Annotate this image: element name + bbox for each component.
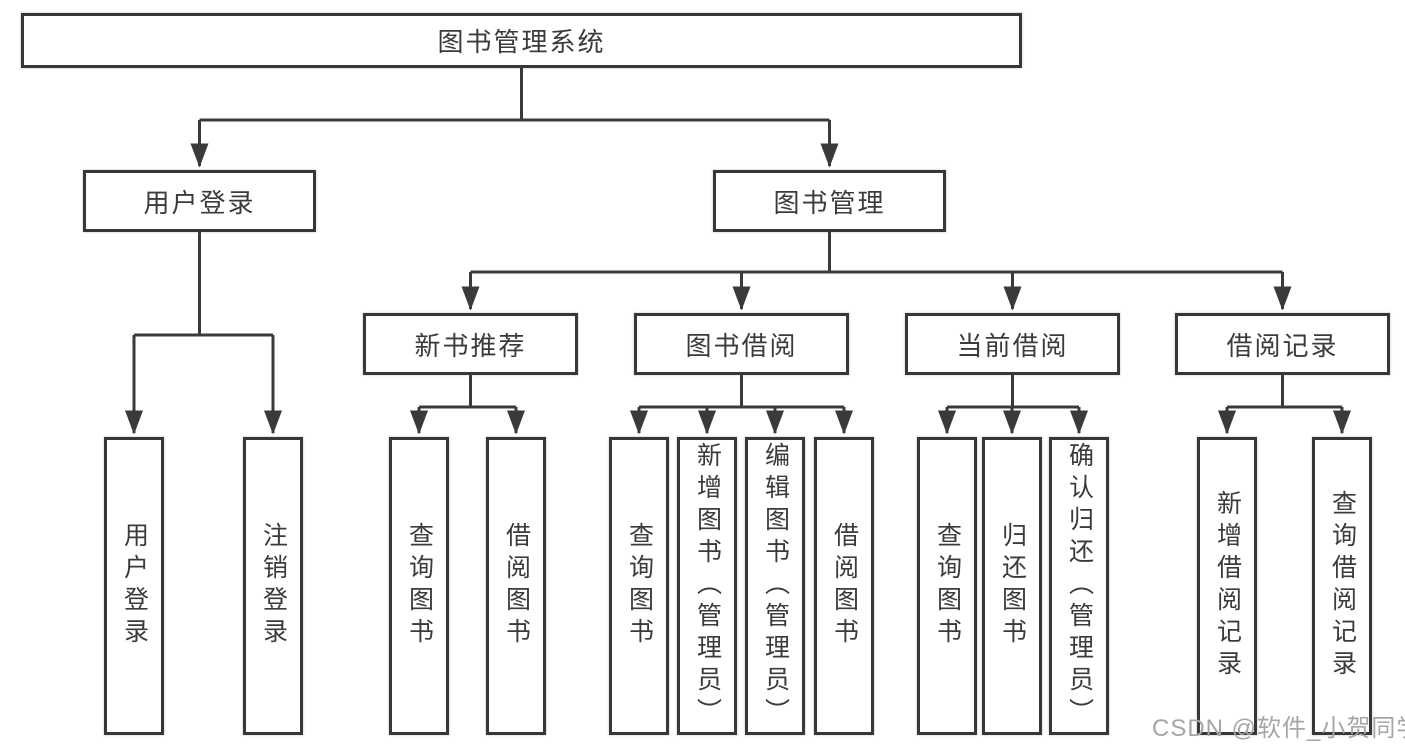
leaf-return-book: 归还图书 — [982, 437, 1042, 735]
leaf-label: 新增图书（管理员） — [693, 442, 722, 730]
node-borrowing-records: 借阅记录 — [1175, 313, 1390, 375]
connector-book-borrowing-trunk — [639, 375, 844, 409]
node-label: 当前借阅 — [956, 330, 1069, 361]
node-user-login: 用户登录 — [83, 170, 316, 232]
leaf-label: 借阅图书 — [502, 522, 531, 650]
leaf-query-book-current: 查询图书 — [917, 437, 977, 735]
leaf-query-book-recommend: 查询图书 — [389, 437, 449, 735]
leaf-label: 编辑图书（管理员） — [761, 442, 790, 730]
leaf-label: 借阅图书 — [830, 522, 859, 650]
node-book-management: 图书管理 — [713, 170, 946, 232]
leaf-label: 用户登录 — [120, 522, 149, 650]
node-book-borrowing: 图书借阅 — [634, 313, 849, 375]
leaf-logout: 注销登录 — [243, 437, 303, 735]
node-new-book-recommendation: 新书推荐 — [363, 313, 578, 375]
leaf-borrow-book-recommend: 借阅图书 — [486, 437, 546, 735]
leaf-label: 查询图书 — [933, 522, 962, 650]
node-label: 图书管理 — [773, 187, 886, 218]
connector-book-management-trunk — [470, 232, 1283, 274]
leaf-borrow-book: 借阅图书 — [814, 437, 874, 735]
connector-root-trunk — [199, 68, 830, 122]
leaf-label: 新增借阅记录 — [1213, 490, 1242, 682]
leaf-label: 注销登录 — [259, 522, 288, 650]
node-library-management-system: 图书管理系统 — [21, 13, 1022, 68]
leaf-user-login: 用户登录 — [104, 437, 164, 735]
csdn-watermark: CSDN @软件_小贺同学 — [1152, 715, 1405, 742]
connector-new-book-trunk — [419, 375, 516, 409]
leaf-label: 查询借阅记录 — [1328, 490, 1357, 682]
leaf-label: 确认归还（管理员） — [1065, 442, 1094, 730]
connector-user-login-trunk — [134, 232, 273, 337]
node-current-borrowing: 当前借阅 — [905, 313, 1120, 375]
node-label: 新书推荐 — [414, 330, 527, 361]
leaf-label: 查询图书 — [405, 522, 434, 650]
node-label: 图书管理系统 — [437, 27, 606, 57]
node-label: 图书借阅 — [685, 330, 798, 361]
leaf-confirm-return-admin: 确认归还（管理员） — [1049, 437, 1109, 735]
leaf-add-borrow-record: 新增借阅记录 — [1197, 437, 1257, 735]
connector-borrowing-records-trunk — [1227, 375, 1342, 409]
leaf-edit-book-admin: 编辑图书（管理员） — [745, 437, 805, 735]
leaf-query-book-borrowing: 查询图书 — [609, 437, 669, 735]
leaf-add-book-admin: 新增图书（管理员） — [677, 437, 737, 735]
leaf-label: 归还图书 — [998, 522, 1027, 650]
leaf-query-borrow-record: 查询借阅记录 — [1312, 437, 1372, 735]
connector-current-borrowing-trunk — [947, 375, 1079, 409]
node-label: 用户登录 — [143, 187, 256, 218]
node-label: 借阅记录 — [1226, 330, 1339, 361]
leaf-label: 查询图书 — [625, 522, 654, 650]
